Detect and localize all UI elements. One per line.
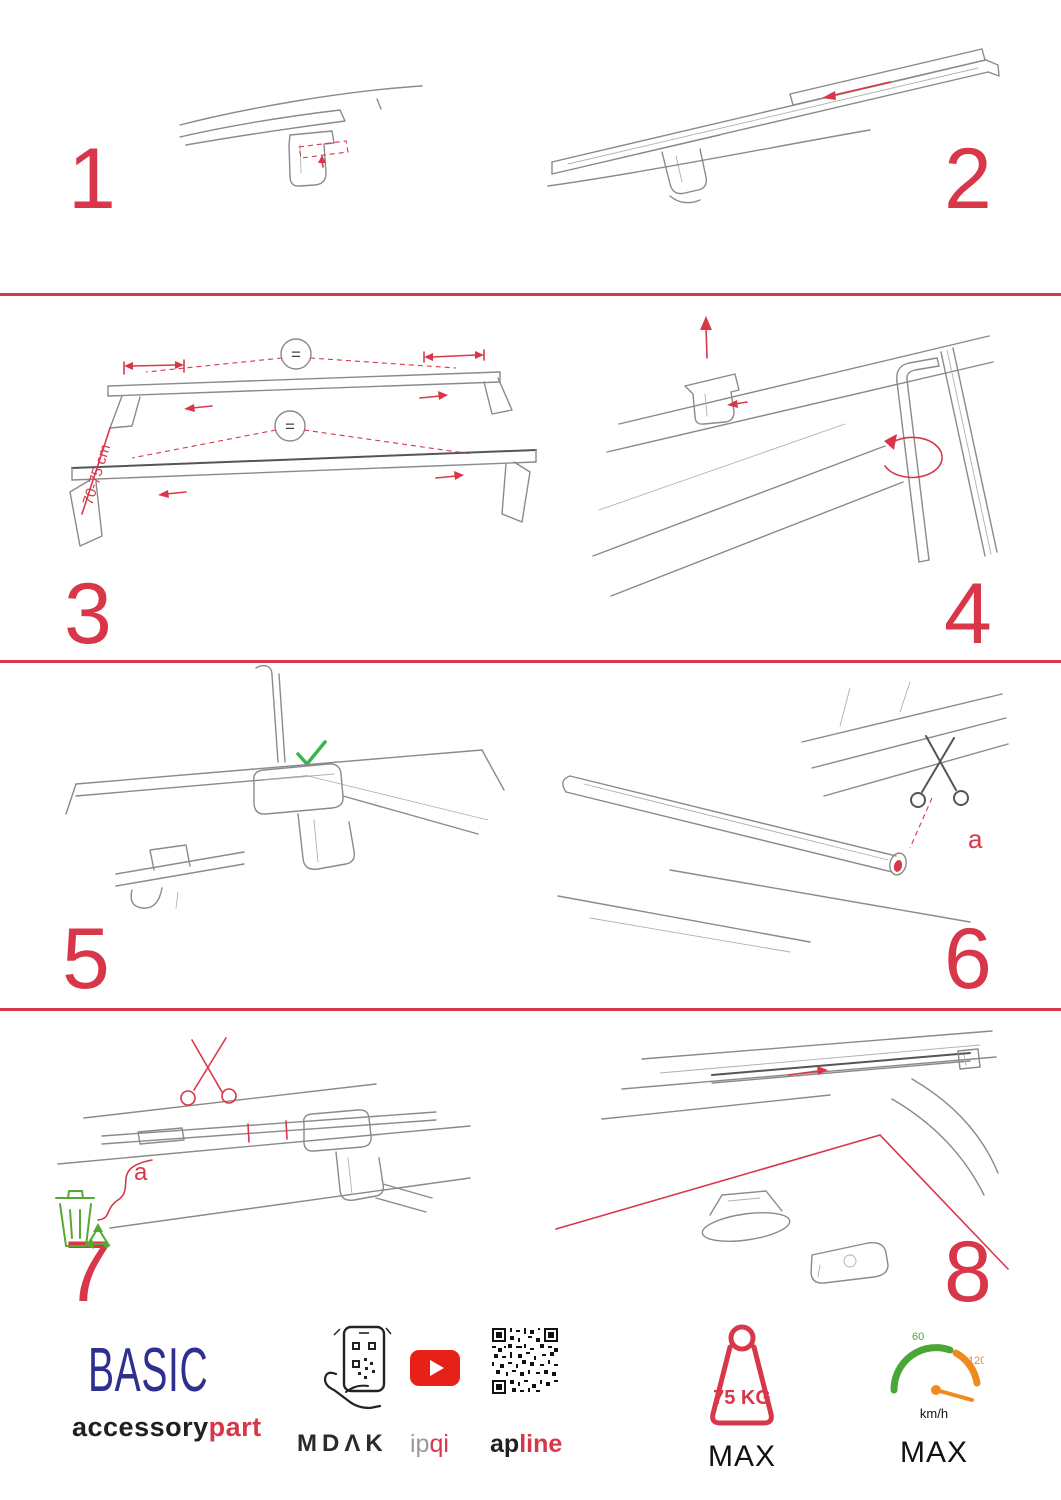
step-6-illustration: a	[557, 681, 1009, 953]
step-3-number: 3	[64, 566, 112, 662]
section-divider	[0, 1008, 1061, 1011]
step-5-number: 5	[62, 911, 110, 1007]
allen-key	[896, 357, 940, 563]
trash-bin-icon	[55, 1190, 95, 1247]
brand-logo: BASIC	[88, 1336, 209, 1405]
equals-symbol: =	[285, 417, 295, 436]
ipqi-red: qi	[429, 1430, 449, 1458]
brand-sub-black: accessory	[72, 1412, 209, 1442]
ipqi-logo: ipqi	[410, 1430, 449, 1459]
clamp-plate-highlight	[298, 140, 349, 168]
insert-arrow	[700, 316, 748, 408]
step-7-illustration: a	[55, 1037, 471, 1249]
step-3-illustration: = = 70-75 cm	[69, 338, 537, 547]
step-4-number: 4	[944, 566, 992, 662]
step-2-illustration	[547, 48, 1000, 204]
speed-120-label: 120	[968, 1355, 984, 1367]
qr-code-icon	[492, 1328, 558, 1394]
phone-qr-icon	[323, 1325, 392, 1410]
measurement-label: 70-75 cm	[80, 442, 115, 507]
brand-sublogo: accessorypart	[72, 1412, 262, 1443]
step-5-illustration	[65, 665, 505, 909]
rotate-arrow	[884, 434, 943, 479]
slide-arrow	[822, 81, 891, 100]
slide-arrow	[787, 1066, 828, 1076]
ipqi-gray: ip	[410, 1430, 430, 1458]
step-2-number: 2	[944, 131, 992, 227]
apline-red: line	[519, 1430, 563, 1458]
check-icon	[296, 740, 327, 766]
brand-sub-red: part	[208, 1412, 262, 1442]
recycle-icon	[85, 1223, 111, 1249]
youtube-icon	[410, 1350, 460, 1386]
dimension-arrows	[123, 349, 485, 498]
max-weight-icon: 75 KG	[710, 1324, 774, 1426]
step-1-number: 1	[68, 131, 116, 227]
section-divider	[0, 293, 1061, 296]
speedometer-icon: 60 120	[890, 1331, 984, 1402]
equals-symbol: =	[291, 345, 301, 364]
step-8-illustration	[555, 1030, 1009, 1284]
scissors-icon	[180, 1037, 237, 1106]
scissors-icon	[910, 735, 969, 808]
speed-unit-label: km/h	[919, 1406, 949, 1421]
apline-logo: apline	[490, 1430, 562, 1459]
phone-qr-pattern	[352, 1342, 376, 1379]
step-1-illustration	[179, 85, 423, 187]
alignment-guides	[555, 1134, 1009, 1270]
speed-60-label: 60	[912, 1331, 924, 1343]
apline-black: ap	[490, 1430, 520, 1458]
speed-max-label: MAX	[899, 1436, 968, 1469]
label-a: a	[968, 824, 983, 854]
label-a: a	[134, 1159, 148, 1186]
mdak-logo: MDΛK	[297, 1430, 388, 1457]
weight-value: 75 KG	[713, 1387, 771, 1409]
step-6-number: 6	[944, 911, 992, 1007]
section-divider	[0, 660, 1061, 663]
step-4-illustration	[592, 316, 998, 597]
weight-max-label: MAX	[707, 1440, 776, 1473]
